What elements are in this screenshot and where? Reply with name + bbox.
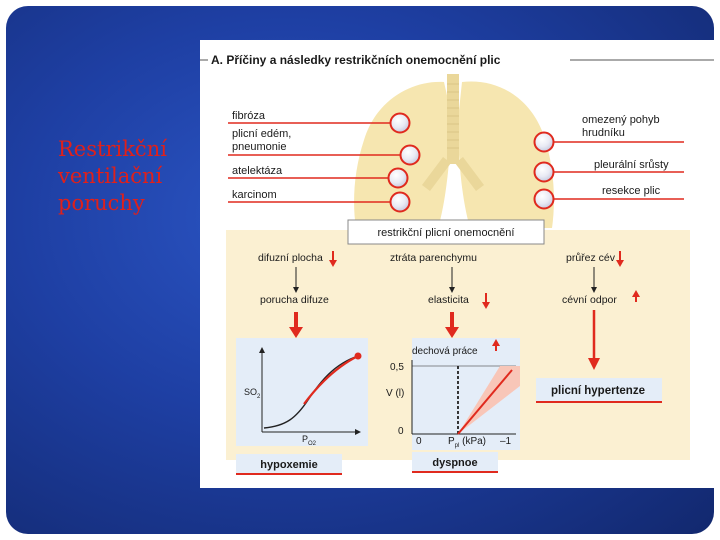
cause-pleural-adhesions: pleurální srůsty [594,159,669,171]
cause-edema: plicní edém, [232,128,291,140]
lungs-illustration [354,74,554,228]
col2-mid: elasticita [428,294,469,306]
figure-heading: A. Příčiny a následky restrikčních onemo… [211,53,501,67]
col2-y-label: V (l) [386,388,404,399]
trachea [447,74,459,164]
title-line-2: ventilační [58,164,162,188]
title-line-1: Restrikční [58,137,167,161]
col2-top: ztráta parenchymu [390,252,477,264]
col3-result: plicní hypertenze [551,385,645,397]
slide-title: Restrikční ventilační poruchy [58,136,208,217]
col2-x-end: –1 [500,436,512,447]
col2-y-top: 0,5 [390,362,404,373]
cause-pneumonia: pneumonie [232,141,286,153]
col3-top: průřez cév [566,252,616,264]
col2-x-zero: 0 [416,436,422,447]
cause-atelectasis: atelektáza [232,165,283,177]
center-box-label: restrikční plicní onemocnění [378,227,515,239]
cause-fibrosis: fibróza [232,110,266,122]
right-causes: omezený pohyb hrudníku pleurální srůsty … [544,114,684,199]
cause-carcinoma: karcinom [232,189,277,201]
col2-result: dyspnoe [432,457,477,469]
col1-mid: porucha difuze [260,294,329,306]
col2-work-label: dechová práce [412,346,478,357]
cause-chest-motion-2: hrudníku [582,127,625,139]
restrictive-disease-figure: A. Příčiny a následky restrikčních onemo… [200,40,714,488]
col3-mid: cévní odpor [562,294,617,306]
col1-result: hypoxemie [260,459,317,471]
cause-lung-resection: resekce plic [602,185,661,197]
title-line-3: poruchy [58,191,145,215]
figure-svg: A. Příčiny a následky restrikčních onemo… [200,40,714,488]
cause-chest-motion-1: omezený pohyb [582,114,660,126]
col1-top: difuzní plocha [258,252,323,264]
col2-y-zero: 0 [398,426,404,437]
